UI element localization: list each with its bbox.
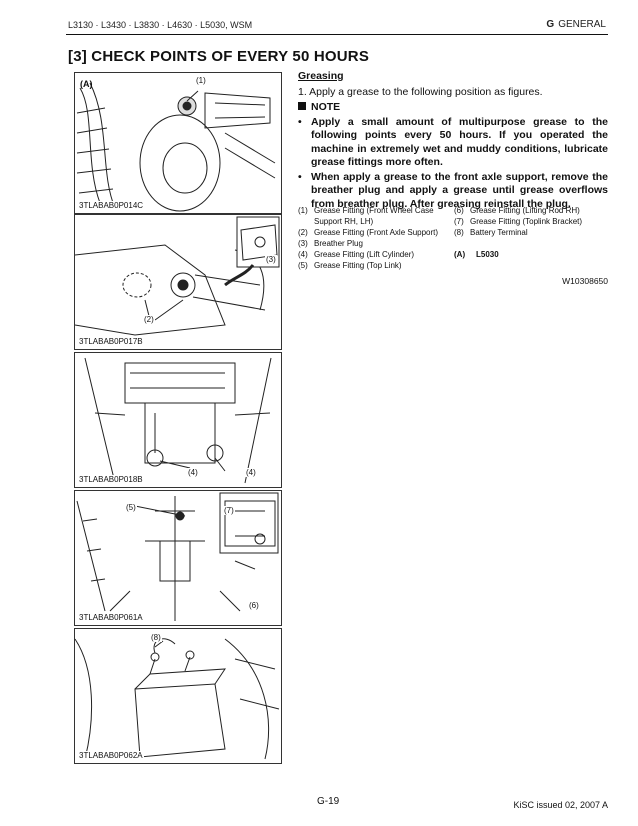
parts-legend: (1)Grease Fitting (Front Wheel Case Supp… — [298, 205, 608, 271]
note-item: • When apply a grease to the front axle s… — [298, 171, 608, 212]
figure-front-axle-support: (3) (2) 3TLABAB0P017B — [74, 214, 282, 350]
callout-2: (2) — [143, 315, 155, 324]
figure-code: 3TLABAB0P062A — [78, 751, 144, 760]
page-title: [3] CHECK POINTS OF EVERY 50 HOURS — [68, 48, 370, 65]
greasing-section: Greasing 1. Apply a grease to the follow… — [298, 70, 608, 212]
legend-item: (5)Grease Fitting (Top Link) — [298, 261, 402, 270]
callout-4a: (4) — [187, 468, 199, 477]
legend-item: (4)Grease Fitting (Lift Cylinder) — [298, 250, 415, 259]
figure-model-tag: (A) — [80, 79, 93, 89]
bullet-icon: • — [298, 170, 302, 183]
legend-item: (1)Grease Fitting (Front Wheel Case Supp… — [298, 206, 434, 226]
legend-column-2: (6)Grease Fitting (Lifting Rod RH) (7)Gr… — [454, 205, 608, 271]
figure-code: 3TLABAB0P018B — [78, 475, 144, 484]
callout-6: (6) — [248, 601, 260, 610]
greasing-heading: Greasing — [298, 70, 344, 82]
legend-item: (2)Grease Fitting (Front Axle Support) — [298, 228, 439, 237]
callout-4b: (4) — [245, 468, 257, 477]
note-item: • Apply a small amount of multipurpose gr… — [298, 116, 608, 170]
figure-code: 3TLABAB0P017B — [78, 337, 144, 346]
legend-item: (7)Grease Fitting (Toplink Bracket) — [454, 217, 583, 226]
callout-7: (7) — [223, 506, 235, 515]
figure-code: 3TLABAB0P014C — [78, 201, 145, 210]
figure-top-link: (5) (7) (6) 3TLABAB0P061A — [74, 490, 282, 626]
legend-item: (A)L5030 — [454, 250, 499, 259]
header-models: L3130 · L3430 · L3830 · L4630 · L5030, W… — [68, 20, 253, 30]
section-letter: G — [546, 19, 555, 30]
bullet-icon: • — [298, 115, 302, 128]
figure-illustration — [75, 638, 280, 760]
legend-item: (6)Grease Fitting (Lifting Rod RH) — [454, 206, 580, 215]
note-text: Apply a small amount of multipurpose gre… — [311, 115, 608, 169]
figure-battery-terminal: (8) 3TLABAB0P062A — [74, 628, 282, 764]
greasing-step: 1. Apply a grease to the following posit… — [298, 85, 543, 98]
note-square-icon — [298, 102, 306, 110]
section-name: GENERAL — [558, 19, 606, 30]
figure-illustration — [76, 492, 279, 621]
note-text: When apply a grease to the front axle su… — [311, 170, 608, 210]
header-rule — [66, 34, 608, 35]
note-heading: NOTE — [298, 101, 608, 115]
legend-spacer — [454, 238, 608, 249]
figure-front-wheel-case: (A) (1) 3TLABAB0P014C — [74, 72, 282, 214]
legend-item: (8)Battery Terminal — [454, 228, 528, 237]
figure-code: 3TLABAB0P061A — [78, 613, 144, 622]
callout-5: (5) — [125, 503, 137, 512]
callout-3: (3) — [265, 255, 277, 264]
legend-item: (3)Breather Plug — [298, 239, 363, 248]
page-number: G-19 — [317, 796, 340, 807]
callout-1: (1) — [195, 76, 207, 85]
figure-lift-cylinder: (4) (4) 3TLABAB0P018B — [74, 352, 282, 488]
legend-column-1: (1)Grease Fitting (Front Wheel Case Supp… — [298, 205, 454, 271]
issued-note: KiSC issued 02, 2007 A — [513, 800, 608, 810]
note-label: NOTE — [311, 101, 341, 113]
callout-8: (8) — [150, 633, 162, 642]
document-code: W10308650 — [562, 276, 608, 286]
figure-illustration — [84, 357, 272, 484]
figure-illustration — [76, 82, 276, 212]
figure-illustration — [75, 216, 280, 336]
